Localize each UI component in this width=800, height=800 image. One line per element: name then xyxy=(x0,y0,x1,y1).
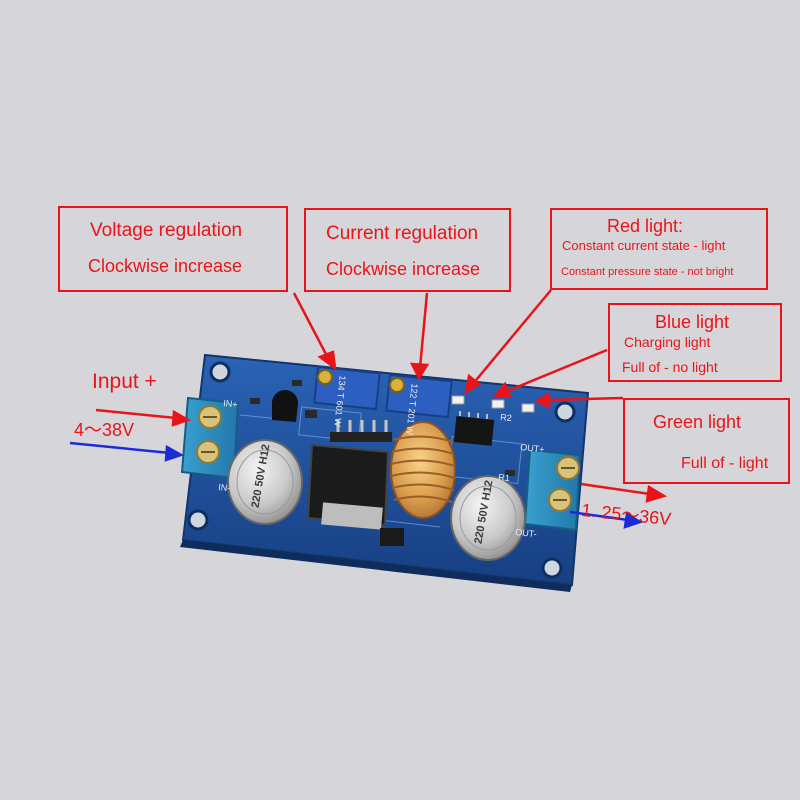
blue-light-line1: Charging light xyxy=(624,334,711,350)
transistor xyxy=(272,389,299,422)
current-regulation-title: Current regulation xyxy=(326,223,479,244)
out-minus-marking: OUT- xyxy=(515,527,537,539)
blue-light-line2: Full of - no light xyxy=(622,359,718,375)
green-light-line1: Full of - light xyxy=(681,455,769,472)
mount-hole xyxy=(209,361,231,383)
in-minus-marking: IN- xyxy=(218,482,231,493)
red-light-line2: Constant pressure state - not bright xyxy=(561,266,734,278)
mount-hole xyxy=(187,509,209,531)
led-blue xyxy=(491,399,505,409)
blue-light-callout: Blue light Charging light Full of - no l… xyxy=(608,303,782,382)
led-green xyxy=(521,403,535,413)
in-plus-marking: IN+ xyxy=(223,398,238,409)
input-terminal-block xyxy=(180,396,240,480)
input-voltage-range: 4～38V xyxy=(74,420,135,440)
red-light-title: Red light: xyxy=(607,216,684,236)
blue-light-title: Blue light xyxy=(655,312,730,332)
chip-r1-marking: R1 xyxy=(498,472,510,483)
inductor-coil xyxy=(390,421,456,519)
mount-hole xyxy=(554,401,576,423)
green-light-title: Green light xyxy=(653,412,742,432)
current-regulation-detail: Clockwise increase xyxy=(326,259,481,279)
green-light-callout: Green light Full of - light xyxy=(623,398,790,484)
out-plus-marking: OUT+ xyxy=(520,442,545,454)
input-label: Input + xyxy=(92,370,157,393)
potentiometer-voltage xyxy=(313,365,381,411)
voltage-regulation-title: Voltage regulation xyxy=(90,220,243,241)
chip-r2-marking: R2 xyxy=(500,412,512,423)
red-light-callout: Red light: Constant current state - ligh… xyxy=(550,208,768,290)
led-red xyxy=(451,395,465,405)
control-ic xyxy=(453,411,495,446)
potentiometer-current xyxy=(385,373,453,419)
current-regulation-callout: Current regulation Clockwise increase xyxy=(304,208,511,292)
voltage-regulation-detail: Clockwise increase xyxy=(88,256,243,276)
capacitor-left xyxy=(227,439,303,525)
mount-hole xyxy=(541,557,563,579)
regulator-chip xyxy=(306,420,392,530)
voltage-regulation-callout: Voltage regulation Clockwise increase xyxy=(58,206,288,292)
output-terminal-block xyxy=(523,448,582,532)
red-light-line1: Constant current state - light xyxy=(562,238,726,253)
capacitor-right xyxy=(450,475,526,561)
